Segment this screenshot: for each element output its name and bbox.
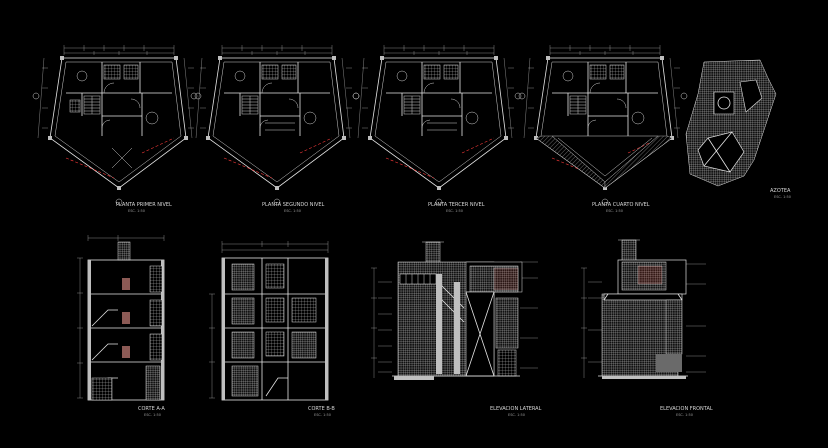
- sectionB-title: CORTE B-B: [308, 406, 335, 412]
- floor-plan-level-3: [352, 44, 522, 206]
- plan3-title: PLANTA TERCER NIVEL: [428, 202, 485, 208]
- plan4-scale: ESC. 1:50: [606, 209, 623, 213]
- elevFront-title: ELEVACION FRONTAL: [660, 406, 713, 412]
- floor-plan-level-2: [190, 44, 360, 206]
- floor-plan-level-1: [32, 44, 202, 206]
- plan4-title: PLANTA CUARTO NIVEL: [592, 202, 650, 208]
- elevation-lateral: ELEVACION LATERAL ESC. 1:50: [371, 241, 542, 417]
- roof-title: AZOTEA: [770, 188, 791, 194]
- elevFront-scale: ESC. 1:50: [676, 413, 693, 417]
- elevLat-scale: ESC. 1:50: [508, 413, 525, 417]
- section-a-a: CORTE A-A ESC. 1:50: [77, 235, 165, 417]
- sectionA-scale: ESC. 1:50: [144, 413, 161, 417]
- plan1-scale: ESC. 1:50: [128, 209, 145, 213]
- roof-plan: [685, 59, 777, 187]
- sectionA-title: CORTE A-A: [138, 406, 165, 412]
- floor-plan-level-4: [518, 44, 688, 206]
- sectionB-scale: ESC. 1:50: [314, 413, 331, 417]
- plan1-title: PLANTA PRIMER NIVEL: [116, 202, 172, 208]
- section-b-b: CORTE B-B ESC. 1:50: [209, 241, 335, 417]
- elevLat-title: ELEVACION LATERAL: [490, 406, 542, 412]
- roof-scale: ESC. 1:50: [774, 195, 791, 199]
- plan2-title: PLANTA SEGUNDO NIVEL: [262, 202, 325, 208]
- plan2-scale: ESC. 1:50: [284, 209, 301, 213]
- elevation-frontal: ELEVACION FRONTAL ESC. 1:50: [581, 239, 713, 417]
- plan-titles: PLANTA PRIMER NIVEL ESC. 1:50 PLANTA SEG…: [116, 188, 791, 213]
- plan3-scale: ESC. 1:50: [446, 209, 463, 213]
